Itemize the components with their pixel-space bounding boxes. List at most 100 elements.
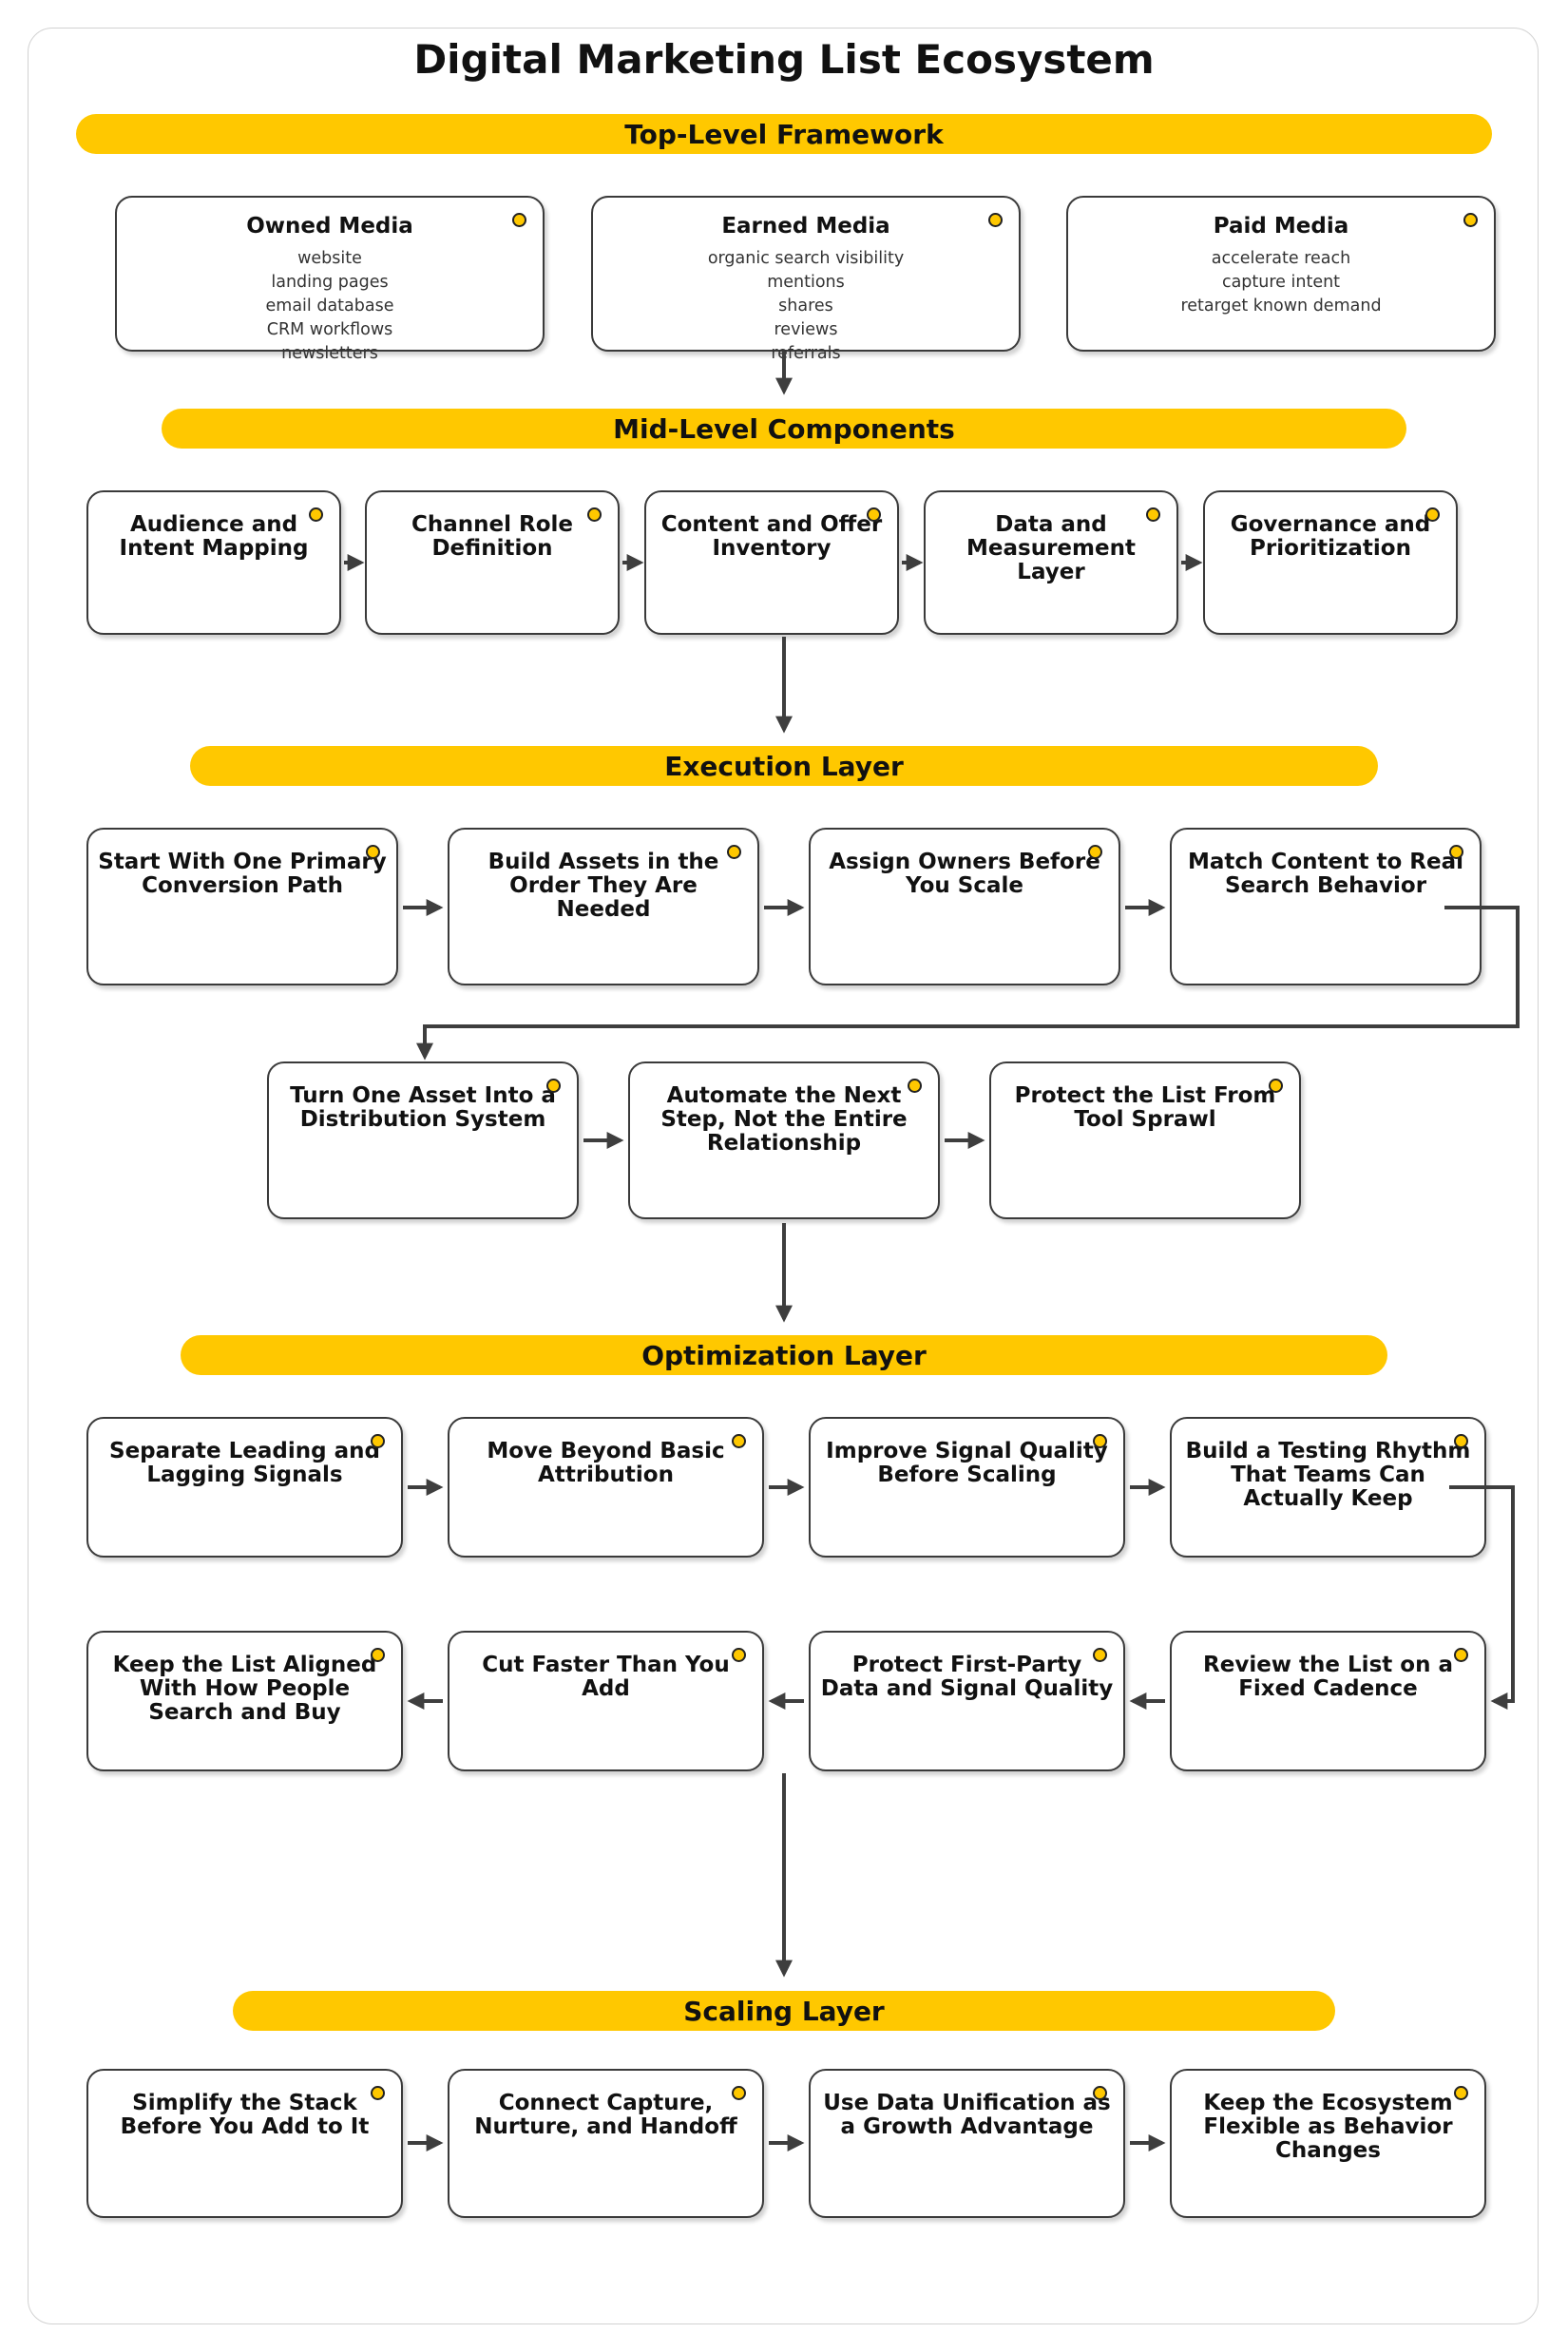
status-dot-icon — [371, 1434, 385, 1448]
node-match-content-to-real-search-behavior[interactable]: Match Content to Real Search Behavior — [1170, 828, 1482, 985]
node-title: Cut Faster Than You Add — [482, 1653, 730, 1701]
status-dot-icon — [1269, 1079, 1283, 1093]
node-protect-the-list-from-tool-sprawl[interactable]: Protect the List From Tool Sprawl — [989, 1061, 1301, 1219]
node-build-a-testing-rhythm-that-teams-can-actually-keep[interactable]: Build a Testing Rhythm That Teams Can Ac… — [1170, 1417, 1486, 1558]
node-data-and-measurement-layer[interactable]: Data and Measurement Layer — [924, 490, 1178, 635]
status-dot-icon — [587, 507, 602, 522]
node-item: capture intent — [1221, 273, 1341, 292]
node-title: Keep the Ecosystem Flexible as Behavior … — [1203, 2091, 1453, 2163]
node-title: Keep the List Aligned With How People Se… — [112, 1653, 377, 1725]
node-items: accelerate reach capture intent retarget k… — [1074, 247, 1488, 318]
node-connect-capture-nurture-and-handoff[interactable]: Connect Capture, Nurture, and Handoff — [448, 2069, 764, 2218]
status-dot-icon — [512, 213, 526, 227]
node-item: mentions — [767, 273, 845, 292]
status-dot-icon — [727, 845, 741, 859]
node-title: Move Beyond Basic Attribution — [487, 1439, 725, 1487]
mid-layer-header: Mid-Level Components — [162, 409, 1406, 449]
status-dot-icon — [732, 1434, 746, 1448]
status-dot-icon — [988, 213, 1003, 227]
connector-opt-wrap — [1449, 1485, 1515, 1710]
node-title: Assign Owners Before You Scale — [829, 850, 1100, 898]
node-assign-owners-before-you-scale[interactable]: Assign Owners Before You Scale — [809, 828, 1120, 985]
node-title: Match Content to Real Search Behavior — [1188, 850, 1463, 898]
node-item: referrals — [771, 344, 841, 363]
status-dot-icon — [867, 507, 881, 522]
top-layer-header: Top-Level Framework — [76, 114, 1492, 154]
node-build-assets-in-the-order-they-are-needed[interactable]: Build Assets in the Order They Are Neede… — [448, 828, 759, 985]
status-dot-icon — [1093, 1648, 1107, 1662]
status-dot-icon — [371, 1648, 385, 1662]
node-move-beyond-basic-attribution[interactable]: Move Beyond Basic Attribution — [448, 1417, 764, 1558]
status-dot-icon — [309, 507, 323, 522]
node-title: Protect First-Party Data and Signal Qual… — [820, 1653, 1114, 1701]
node-title: Review the List on a Fixed Cadence — [1203, 1653, 1453, 1701]
status-dot-icon — [1449, 845, 1463, 859]
node-use-data-unification-as-a-growth-advantage[interactable]: Use Data Unification as a Growth Advanta… — [809, 2069, 1125, 2218]
node-governance-and-prioritization[interactable]: Governance and Prioritization — [1203, 490, 1458, 635]
node-title: Audience and Intent Mapping — [119, 512, 309, 561]
node-turn-one-asset-into-a-distribution-system[interactable]: Turn One Asset Into a Distribution Syste… — [267, 1061, 579, 1219]
status-dot-icon — [546, 1079, 561, 1093]
node-content-and-offer-inventory[interactable]: Content and Offer Inventory — [644, 490, 899, 635]
node-title: Separate Leading and Lagging Signals — [109, 1439, 380, 1487]
status-dot-icon — [366, 845, 380, 859]
node-simplify-the-stack-before-you-add-to-it[interactable]: Simplify the Stack Before You Add to It — [86, 2069, 403, 2218]
node-item: retarget known demand — [1180, 296, 1382, 316]
node-title: Data and Measurement Layer — [966, 512, 1136, 584]
node-title: Start With One Primary Conversion Path — [98, 850, 387, 898]
execution-layer-header: Execution Layer — [190, 746, 1378, 786]
node-item: email database — [265, 296, 394, 316]
node-keep-the-ecosystem-flexible-as-behavior-changes[interactable]: Keep the Ecosystem Flexible as Behavior … — [1170, 2069, 1486, 2218]
node-title: Channel Role Definition — [411, 512, 573, 561]
status-dot-icon — [1146, 507, 1160, 522]
node-item: organic search visibility — [707, 249, 905, 268]
status-dot-icon — [908, 1079, 922, 1093]
status-dot-icon — [1454, 1648, 1468, 1662]
node-items: organic search visibility mentions shares r… — [599, 247, 1013, 366]
node-keep-the-list-aligned-with-how-people-search-and-buy[interactable]: Keep the List Aligned With How People Se… — [86, 1631, 403, 1771]
node-title: Owned Media — [246, 214, 413, 239]
node-protect-first-party-data-and-signal-quality[interactable]: Protect First-Party Data and Signal Qual… — [809, 1631, 1125, 1771]
node-title: Connect Capture, Nurture, and Handoff — [474, 2091, 737, 2139]
node-improve-signal-quality-before-scaling[interactable]: Improve Signal Quality Before Scaling — [809, 1417, 1125, 1558]
node-item: reviews — [774, 320, 838, 339]
node-automate-the-next-step-not-the-entire-relationship[interactable]: Automate the Next Step, Not the Entire R… — [628, 1061, 940, 1219]
node-cut-faster-than-you-add[interactable]: Cut Faster Than You Add — [448, 1631, 764, 1771]
status-dot-icon — [732, 1648, 746, 1662]
status-dot-icon — [371, 2086, 385, 2100]
node-item: newsletters — [281, 344, 378, 363]
status-dot-icon — [1463, 213, 1478, 227]
node-owned-media[interactable]: Owned Media website landing pages email dat… — [115, 196, 545, 363]
node-audience-and-intent-mapping[interactable]: Audience and Intent Mapping — [86, 490, 341, 635]
node-item: accelerate reach — [1211, 249, 1351, 268]
status-dot-icon — [1093, 2086, 1107, 2100]
node-earned-media[interactable]: Earned Media organic search visibility men… — [591, 196, 1021, 363]
node-review-the-list-on-a-fixed-cadence[interactable]: Review the List on a Fixed Cadence — [1170, 1631, 1486, 1771]
connector-exec-wrap — [416, 906, 1520, 1061]
node-channel-role-definition[interactable]: Channel Role Definition — [365, 490, 620, 635]
status-dot-icon — [732, 2086, 746, 2100]
node-separate-leading-and-lagging-signals[interactable]: Separate Leading and Lagging Signals — [86, 1417, 403, 1558]
node-title: Build Assets in the Order They Are Neede… — [488, 850, 719, 922]
node-item: website — [297, 249, 362, 268]
node-title: Protect the List From Tool Sprawl — [1014, 1083, 1276, 1132]
node-title: Improve Signal Quality Before Scaling — [826, 1439, 1108, 1487]
node-item: shares — [778, 296, 833, 316]
node-item: CRM workflows — [266, 320, 393, 339]
diagram-title: Digital Marketing List Ecosystem — [413, 36, 1155, 83]
node-title: Use Data Unification as a Growth Advanta… — [823, 2091, 1111, 2139]
node-title: Earned Media — [721, 214, 890, 239]
node-title: Build a Testing Rhythm That Teams Can Ac… — [1185, 1439, 1471, 1511]
status-dot-icon — [1088, 845, 1102, 859]
node-item: landing pages — [271, 273, 389, 292]
status-dot-icon — [1454, 2086, 1468, 2100]
node-title: Simplify the Stack Before You Add to It — [120, 2091, 370, 2139]
status-dot-icon — [1454, 1434, 1468, 1448]
node-title: Turn One Asset Into a Distribution Syste… — [290, 1083, 556, 1132]
node-title: Automate the Next Step, Not the Entire R… — [660, 1083, 908, 1156]
node-start-with-one-primary-conversion-path[interactable]: Start With One Primary Conversion Path — [86, 828, 398, 985]
scaling-layer-header: Scaling Layer — [233, 1991, 1335, 2031]
